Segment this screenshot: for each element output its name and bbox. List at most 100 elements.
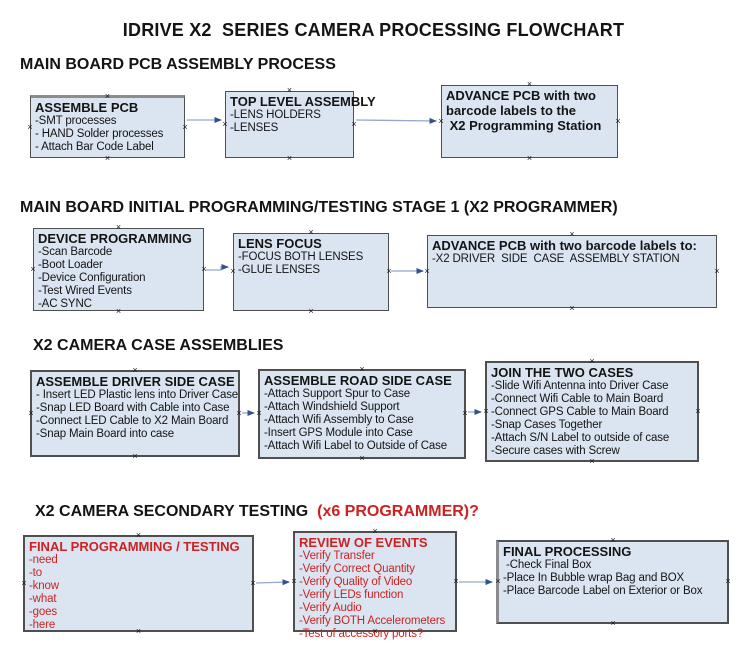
connection-handle-top: × <box>372 526 378 536</box>
flow-box-assemble-driver-side-case[interactable]: ASSEMBLE DRIVER SIDE CASE - Insert LED P… <box>28 365 242 461</box>
box-line: -AC SYNC <box>38 298 92 310</box>
box-line: -Insert GPS Module into Case <box>264 427 413 439</box>
box-line: -Snap Cases Together <box>491 419 603 431</box>
connection-handle-top: × <box>135 530 142 540</box>
box-lines: -X2 DRIVER SIDE CASE ASSEMBLY STATION <box>432 253 712 266</box>
flow-box-assemble-road-side-case[interactable]: ASSEMBLE ROAD SIDE CASE -Attach Support … <box>256 364 468 463</box>
connection-handle-top: × <box>286 85 293 95</box>
connector-arrow-device-to-lensfocus[interactable] <box>206 264 229 271</box>
box-line: - HAND Solder processes <box>35 128 164 140</box>
box-line: -LENS HOLDERS <box>230 109 321 121</box>
flow-box-final-processing[interactable]: FINAL PROCESSING -Check Final Box-Place … <box>495 535 731 628</box>
box-line: -Verify Correct Quantity <box>299 563 415 575</box>
flow-box-final-programming-testing[interactable]: FINAL PROGRAMMING / TESTING -need-to-kno… <box>21 530 255 636</box>
box-line: -here <box>29 619 56 631</box>
section-header-case-assemblies: X2 CAMERA CASE ASSEMBLIES <box>33 337 284 354</box>
connection-handle-top: × <box>610 535 616 545</box>
box-title: DEVICE PROGRAMMING <box>38 231 192 246</box>
flow-box-top-level-assembly[interactable]: TOP LEVEL ASSEMBLY -LENS HOLDERS-LENSES … <box>222 86 376 163</box>
connector-arrow-toplevel-to-advance[interactable] <box>355 117 437 124</box>
connection-handle-right: × <box>714 265 720 276</box>
box-line: -Snap LED Board with Cable into Case <box>36 402 230 414</box>
box-line: -Verify LEDs function <box>299 589 404 601</box>
connection-handle-right: × <box>236 407 242 418</box>
connection-handle-bottom: × <box>308 306 314 316</box>
connection-handle-top: × <box>115 222 122 232</box>
box-title: TOP LEVEL ASSEMBLY <box>230 94 376 109</box>
connection-handle-bottom: × <box>610 618 616 628</box>
connection-handle-top: × <box>308 227 314 237</box>
box-line: -Attach Support Spur to Case <box>264 388 411 400</box>
flow-box-join-the-two-cases[interactable]: JOIN THE TWO CASES -Slide Wifi Antenna i… <box>483 357 701 466</box>
box-lines: -Verify Transfer-Verify Correct Quantity… <box>299 550 451 641</box>
section-header-secondary-testing: X2 CAMERA SECONDARY TESTING (x6 PROGRAMM… <box>35 503 479 521</box>
box-lines: -FOCUS BOTH LENSES-GLUE LENSES <box>238 251 384 277</box>
connection-handle-bottom: × <box>286 153 293 163</box>
box-line: -X2 DRIVER SIDE CASE ASSEMBLY STATION <box>432 253 680 265</box>
box-title: ADVANCE PCB with two barcode labels to t… <box>446 88 602 133</box>
flow-box-device-programming[interactable]: DEVICE PROGRAMMING -Scan Barcode-Boot Lo… <box>30 223 206 316</box>
box-line: -what <box>29 593 57 605</box>
flow-box-advance-pcb-to-programming-station[interactable]: ADVANCE PCB with two barcode labels to t… <box>438 80 620 163</box>
connection-handle-right: × <box>462 408 468 418</box>
connection-handle-top: × <box>359 364 365 374</box>
section-header-pcb-assembly: MAIN BOARD PCB ASSEMBLY PROCESS <box>20 56 336 73</box>
connection-handle-right: × <box>615 115 621 126</box>
flow-box-advance-pcb-to-driver-side-station[interactable]: ADVANCE PCB with two barcode labels to: … <box>424 230 719 313</box>
box-line: -Verify BOTH Accelerometers <box>299 615 446 627</box>
connection-handle-left: × <box>291 575 297 586</box>
connection-handle-left: × <box>483 405 489 416</box>
connection-handle-top: × <box>569 229 575 239</box>
box-line: -Device Configuration <box>38 272 146 284</box>
section-header-secondary-testing-black: X2 CAMERA SECONDARY TESTING <box>35 503 309 520</box>
box-lines: -LENS HOLDERS-LENSES <box>230 109 349 135</box>
box-line: -Attach Windshield Support <box>264 401 400 413</box>
connection-handle-bottom: × <box>132 451 138 461</box>
box-line: -GLUE LENSES <box>238 264 320 276</box>
connection-handle-top: × <box>132 365 138 375</box>
connection-handle-bottom: × <box>569 303 575 313</box>
box-lines: -need-to-know-what-goes-here <box>29 554 248 632</box>
connection-handle-bottom: × <box>526 153 533 163</box>
section-header-secondary-testing-red: (x6 PROGRAMMER)? <box>308 503 479 520</box>
box-title: FINAL PROGRAMMING / TESTING <box>29 539 240 554</box>
connection-handle-left: × <box>256 408 262 418</box>
connection-handle-bottom: × <box>359 453 365 463</box>
connector-arrow-finalprog-to-review[interactable] <box>255 579 290 586</box>
box-title: LENS FOCUS <box>238 236 322 251</box>
box-title: FINAL PROCESSING <box>503 544 632 559</box>
connection-handle-bottom: × <box>104 153 111 163</box>
box-line: - Insert LED Plastic lens into Driver Ca… <box>36 389 239 401</box>
box-line: -Place In Bubble wrap Bag and BOX <box>503 572 685 584</box>
connection-handle-left: × <box>424 265 430 276</box>
box-line: -Scan Barcode <box>38 246 113 258</box>
box-line: -Connect Wifi Cable to Main Board <box>491 393 664 405</box>
box-line: -LENSES <box>230 122 279 134</box>
connection-handle-left: × <box>222 118 228 129</box>
connection-handle-right: × <box>351 118 357 129</box>
box-line: -Attach Wifi Label to Outside of Case <box>264 440 448 452</box>
connection-handle-right: × <box>182 121 188 132</box>
box-lines: -Slide Wifi Antenna into Driver Case-Con… <box>491 380 693 458</box>
box-line: - Attach Bar Code Label <box>35 141 154 153</box>
box-line: -Attach S/N Label to outside of case <box>491 432 670 444</box>
box-line: -need <box>29 554 58 566</box>
connection-handle-left: × <box>438 115 444 126</box>
box-lines: -Check Final Box-Place In Bubble wrap Ba… <box>503 559 723 598</box>
box-line: -SMT processes <box>35 115 117 127</box>
connection-handle-right: × <box>725 576 731 586</box>
box-line: -Secure cases with Screw <box>491 445 620 457</box>
flow-box-assemble-pcb[interactable]: ASSEMBLE PCB -SMT processes- HAND Solder… <box>27 92 187 163</box>
flow-box-lens-focus[interactable]: LENS FOCUS -FOCUS BOTH LENSES-GLUE LENSE… <box>230 228 391 316</box>
box-title: ASSEMBLE DRIVER SIDE CASE <box>36 374 235 389</box>
connection-handle-left: × <box>21 577 27 588</box>
box-line: -goes <box>29 606 58 618</box>
box-line: -Connect LED Cable to X2 Main Board <box>36 415 229 427</box>
flow-box-review-of-events[interactable]: REVIEW OF EVENTS -Verify Transfer-Verify… <box>291 526 458 641</box>
connection-handle-right: × <box>201 263 207 274</box>
box-line: -Connect GPS Cable to Main Board <box>491 406 669 418</box>
box-lines: -SMT processes- HAND Solder processes- A… <box>35 115 180 154</box>
connection-handle-right: × <box>695 405 701 416</box>
box-line: -Place Barcode Label on Exterior or Box <box>503 585 703 597</box>
